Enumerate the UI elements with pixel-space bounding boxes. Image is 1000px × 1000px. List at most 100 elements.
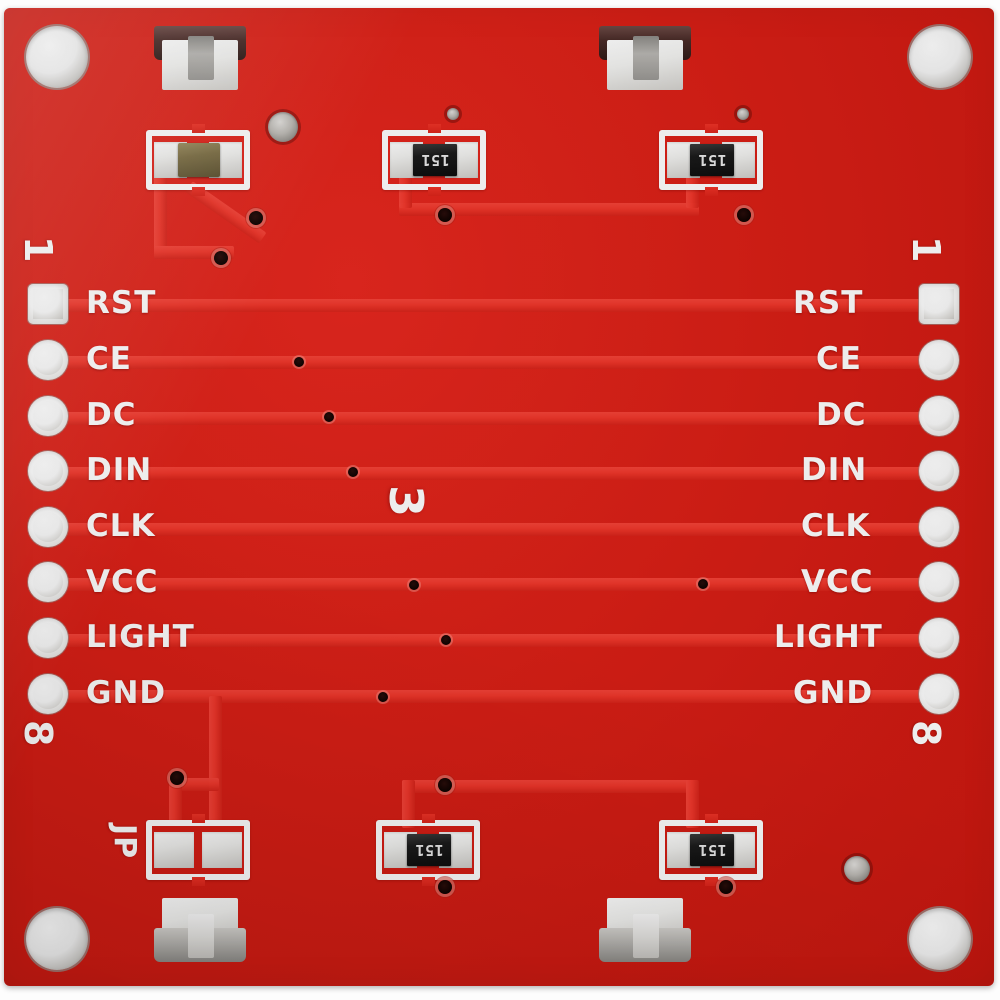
silk-notch-bottom (428, 187, 441, 196)
component-top-left-cap (146, 124, 250, 196)
jumper-pad-right[interactable] (202, 832, 242, 868)
trace-row-din (64, 467, 944, 480)
silk-right-label-rst: RST (793, 285, 864, 321)
via-jp-left (170, 771, 184, 785)
pad-left-1[interactable] (28, 284, 68, 324)
pad-left-5[interactable] (28, 507, 68, 547)
resistor-body: 151 (413, 144, 457, 176)
pad-right-1[interactable] (919, 284, 959, 324)
via-row-ce (294, 357, 304, 367)
via-row-vcc-left (409, 580, 419, 590)
silk-right-pin8-number: 8 (904, 720, 948, 748)
silk-notch-top (705, 124, 718, 133)
silk-left-pin1-number: 1 (16, 236, 60, 264)
trace-top-bus (399, 203, 699, 216)
pad-left-6[interactable] (28, 562, 68, 602)
trace-bottom-bus-left-riser (402, 780, 415, 828)
trace-jp-left-riser (169, 776, 182, 826)
via-top-right-pad (737, 208, 751, 222)
silk-right-label-clk: CLK (801, 508, 871, 544)
resistor-body: 151 (690, 834, 734, 866)
resistor-marking: 151 (697, 841, 727, 859)
silk-left-label-clk: CLK (86, 508, 156, 544)
silk-notch-top (192, 814, 205, 823)
via-top-mid-upper (447, 108, 459, 120)
silk-left-label-din: DIN (86, 452, 153, 488)
silk-center-marking: 3 (379, 484, 434, 518)
via-top-mid-pad (438, 208, 452, 222)
pad-left-2[interactable] (28, 340, 68, 380)
pad-right-7[interactable] (919, 618, 959, 658)
via-row-dc (324, 412, 334, 422)
silk-jumper-designator: JP (107, 824, 142, 860)
silk-left-label-gnd: GND (86, 675, 167, 711)
silk-left-label-light: LIGHT (86, 619, 195, 655)
via-bottom-right-led (844, 856, 870, 882)
clip-stem-bottom-right (633, 914, 659, 958)
pad-left-4[interactable] (28, 451, 68, 491)
silk-notch-top (192, 124, 205, 133)
jumper-pad-left[interactable] (154, 832, 194, 868)
via-top-right-upper (737, 108, 749, 120)
via-bottom-bus-left (438, 778, 452, 792)
silk-notch-bottom (192, 877, 205, 886)
pad-right-2[interactable] (919, 340, 959, 380)
pad-right-6[interactable] (919, 562, 959, 602)
via-top-left-led (268, 112, 298, 142)
trace-row-gnd (64, 690, 944, 703)
capacitor-body (178, 143, 220, 177)
mounting-hole-top-right (909, 26, 971, 88)
trace-row-light (64, 634, 944, 647)
clip-stem-top-left (188, 36, 214, 80)
clip-stem-top-right (633, 36, 659, 80)
trace-row-rst (64, 299, 944, 312)
via-row-gnd (378, 692, 388, 702)
pad-right-4[interactable] (919, 451, 959, 491)
trace-row-dc (64, 412, 944, 425)
trace-row-ce (64, 356, 944, 369)
silk-right-label-ce: CE (816, 341, 862, 377)
pad-left-3[interactable] (28, 396, 68, 436)
solder-tab-bottom-right (599, 898, 691, 964)
silk-right-label-light: LIGHT (774, 619, 883, 655)
silk-left-label-dc: DC (86, 397, 137, 433)
via-bottom-mid-lower (438, 880, 452, 894)
silk-right-label-din: DIN (801, 452, 868, 488)
trace-bottom-bus-right-riser (686, 780, 699, 828)
silk-notch-bottom (192, 187, 205, 196)
resistor-marking: 151 (420, 151, 450, 169)
via-top-left-a (249, 211, 263, 225)
silk-left-label-vcc: VCC (86, 564, 159, 600)
pad-left-8[interactable] (28, 674, 68, 714)
trace-row-vcc (64, 578, 944, 591)
via-row-vcc-right (698, 579, 708, 589)
component-jumper-jp[interactable] (146, 814, 250, 886)
solder-tab-top-right (599, 26, 691, 92)
resistor-body: 151 (407, 834, 451, 866)
silk-right-label-vcc: VCC (801, 564, 874, 600)
trace-row-clk (64, 523, 944, 536)
resistor-body: 151 (690, 144, 734, 176)
component-top-mid-resistor: 151 (382, 124, 486, 196)
component-bottom-right-resistor: 151 (659, 814, 763, 886)
silk-notch-bottom (705, 187, 718, 196)
silk-left-pin8-number: 8 (16, 720, 60, 748)
trace-top-left-vertical (154, 158, 167, 258)
pcb-board: 151 151 (4, 8, 994, 986)
via-row-din (348, 467, 358, 477)
trace-bottom-bus (402, 780, 698, 793)
silk-notch-bottom (422, 877, 435, 886)
pad-right-8[interactable] (919, 674, 959, 714)
via-row-light (441, 635, 451, 645)
pad-right-5[interactable] (919, 507, 959, 547)
component-top-right-resistor: 151 (659, 124, 763, 196)
mounting-hole-bottom-right (909, 908, 971, 970)
silk-left-label-ce: CE (86, 341, 132, 377)
silk-notch-top (705, 814, 718, 823)
silk-notch-top (422, 814, 435, 823)
pad-left-7[interactable] (28, 618, 68, 658)
pad-right-3[interactable] (919, 396, 959, 436)
solder-tab-bottom-left (154, 898, 246, 964)
mounting-hole-bottom-left (26, 908, 88, 970)
